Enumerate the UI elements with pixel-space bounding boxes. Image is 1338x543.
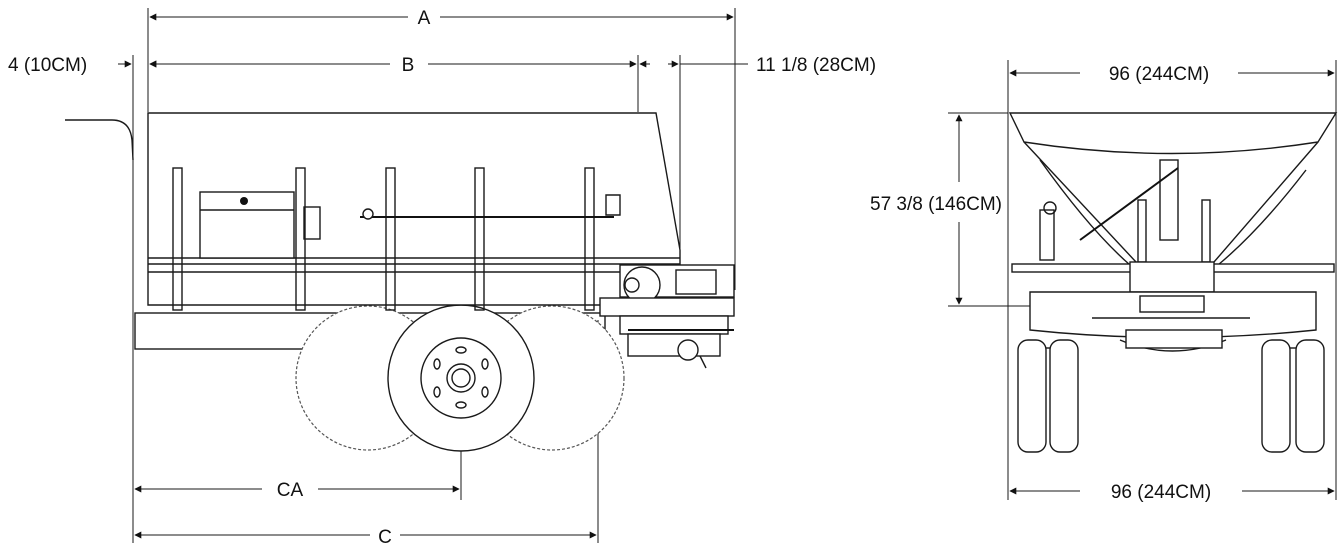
- dimension-rear-offset: 11 1/8 (28CM): [639, 55, 876, 76]
- side-view: A B 4 (10CM) 11 1/8 (28CM) CA: [8, 8, 876, 543]
- rear-top-width-label: 96 (244CM): [1109, 64, 1209, 85]
- rear-wheels: [295, 304, 625, 452]
- rear-bottom-width: 96 (244CM): [1009, 482, 1335, 503]
- spinner-assembly: [599, 264, 735, 369]
- dimension-c-label: C: [378, 527, 392, 543]
- dimension-ca-label: CA: [277, 480, 304, 501]
- dimension-rear-offset-label: 11 1/8 (28CM): [756, 55, 876, 76]
- dimension-a-label: A: [418, 8, 431, 29]
- rear-tires: [1017, 339, 1325, 453]
- dimension-front-offset: 4 (10CM): [8, 55, 162, 76]
- rear-top-width: 96 (244CM): [1009, 64, 1335, 85]
- dimension-b-label: B: [402, 55, 415, 76]
- dimension-c: C: [134, 527, 597, 543]
- dimension-a: A: [149, 8, 734, 29]
- rear-height-label: 57 3/8 (146CM): [870, 194, 1002, 215]
- dimension-ca: CA: [134, 480, 460, 501]
- truck-cab-outline: [65, 119, 134, 161]
- rear-hopper: [1008, 112, 1338, 266]
- rear-view: 96 (244CM) 96 (244CM) 57 3/8 (146CM): [870, 60, 1338, 503]
- hopper-body: [147, 112, 681, 311]
- rear-bottom-width-label: 96 (244CM): [1111, 482, 1211, 503]
- rear-frame: [1011, 261, 1335, 352]
- dimension-front-offset-label: 4 (10CM): [8, 55, 87, 76]
- rear-height: 57 3/8 (146CM): [870, 112, 1040, 307]
- dimension-b: B: [149, 55, 637, 76]
